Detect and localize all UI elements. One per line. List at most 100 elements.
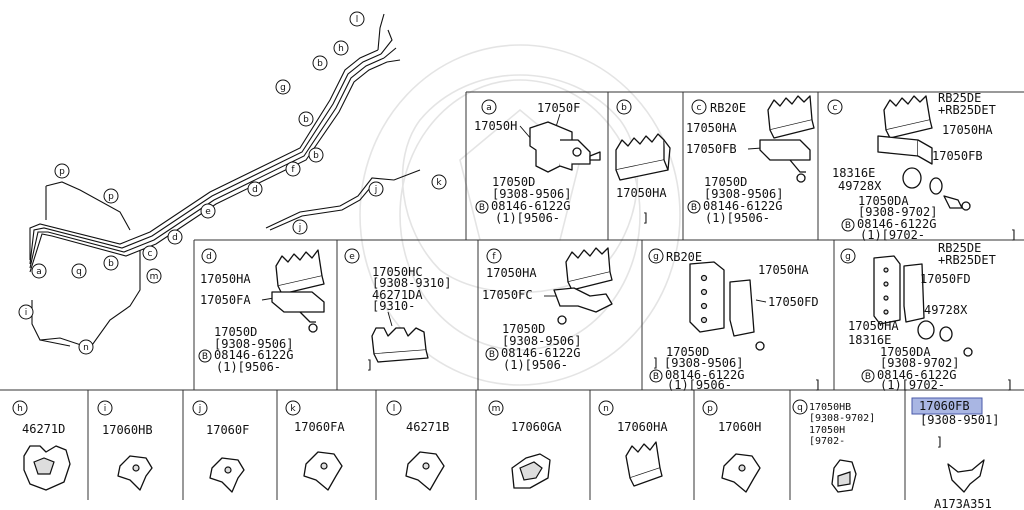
callout-j-1: j (368, 181, 384, 197)
svg-text:[9308-9702]: [9308-9702] (880, 356, 959, 370)
svg-text:b: b (303, 115, 309, 125)
bottom-row-l: l 46271B (386, 400, 449, 491)
svg-text:+RB25DET: +RB25DET (938, 253, 996, 267)
callout-b-4: b (103, 255, 119, 271)
svg-text:[9308-9506]: [9308-9506] (664, 356, 743, 370)
svg-text:[9310-: [9310- (372, 299, 415, 313)
svg-text:B: B (653, 372, 659, 382)
svg-text:46271D: 46271D (22, 422, 65, 436)
svg-text:(1)[9506-: (1)[9506- (667, 378, 732, 392)
svg-text:17050H: 17050H (809, 425, 845, 436)
svg-text:p: p (108, 192, 114, 202)
bottom-row-i: i 17060HB (97, 400, 153, 491)
svg-text:08146-6122G: 08146-6122G (501, 346, 580, 360)
svg-text:h: h (338, 44, 344, 54)
panel-grid (0, 91, 1024, 500)
detail-a: a 17050F 17050H 17050D [9308-9506] B 081… (474, 99, 601, 225)
svg-text:17050FA: 17050FA (200, 293, 251, 307)
svg-text:17050FB: 17050FB (932, 149, 983, 163)
svg-text:17050HC: 17050HC (372, 265, 423, 279)
detail-e: e 17050HC [9308-9310] 46271DA [9310- ] (344, 248, 451, 372)
detail-d: d 17050HA 17050FA 17050D [9308-9506] B 0… (198, 248, 325, 374)
svg-text:08146-6122G: 08146-6122G (214, 348, 293, 362)
svg-text:]: ] (642, 211, 649, 225)
svg-text:[9308-9506]: [9308-9506] (492, 187, 571, 201)
svg-text:17060H: 17060H (718, 420, 761, 434)
callout-f: f (285, 161, 301, 177)
svg-text:h: h (17, 404, 23, 414)
svg-text:k: k (290, 404, 296, 414)
svg-text:17050HB: 17050HB (809, 402, 851, 413)
svg-text:08146-6122G: 08146-6122G (491, 199, 570, 213)
svg-text:e: e (205, 207, 211, 217)
svg-text:[9308-9506]: [9308-9506] (214, 337, 293, 351)
callout-i: i (18, 304, 34, 320)
svg-text:a: a (36, 267, 42, 277)
svg-text:]: ] (814, 378, 821, 392)
svg-text:08146-6122G: 08146-6122G (857, 217, 936, 231)
highlighted-part-number: 17060FB (919, 399, 970, 413)
svg-text:g: g (845, 252, 851, 262)
highlight-box (911, 397, 983, 415)
svg-text:n: n (83, 343, 89, 353)
svg-text:RB25DE: RB25DE (938, 241, 981, 255)
svg-text:17050D: 17050D (492, 175, 535, 189)
svg-text:17060HB: 17060HB (102, 423, 153, 437)
detail-b: b 17050HA ] (615, 99, 671, 225)
callout-d-2: d (167, 229, 183, 245)
svg-text:08146-6122G: 08146-6122G (703, 199, 782, 213)
svg-text:[9308-9506]: [9308-9506] (704, 187, 783, 201)
svg-text:c: c (833, 103, 838, 113)
svg-text:RB25DE: RB25DE (938, 91, 981, 105)
svg-text:[9702-: [9702- (809, 436, 845, 447)
svg-text:j: j (374, 185, 378, 195)
svg-text:17050D: 17050D (502, 322, 545, 336)
detail-c-rb20e: c RB20E 17050HA 17050FB 17050D [9308-950… (686, 95, 815, 225)
svg-text:B: B (479, 203, 485, 213)
svg-text:g: g (280, 83, 286, 93)
callout-h: h (333, 40, 349, 56)
svg-text:j: j (198, 404, 202, 414)
svg-text:17050HA: 17050HA (848, 319, 899, 333)
detail-g-rb25: g RB25DE +RB25DET 17050FD 49728X 17050HA… (840, 241, 1013, 392)
svg-text:[9308-9702]: [9308-9702] (858, 205, 937, 219)
svg-text:]: ] (652, 356, 659, 370)
callout-q: q (71, 263, 87, 279)
svg-text:f: f (492, 252, 496, 262)
svg-text:49728X: 49728X (924, 303, 968, 317)
svg-text:(1)[9702-: (1)[9702- (860, 228, 925, 242)
svg-text:B: B (845, 221, 851, 231)
svg-text:c: c (148, 249, 153, 259)
svg-text:(1)[9506-: (1)[9506- (495, 211, 560, 225)
svg-text:c: c (697, 103, 702, 113)
svg-text:i: i (25, 308, 28, 318)
svg-text:17050HA: 17050HA (200, 272, 251, 286)
bottom-row-j: j 17060F (192, 400, 249, 493)
svg-text:q: q (76, 267, 82, 277)
bottom-row-k: k 17060FA (285, 400, 345, 491)
diagram-id: A173A351 (934, 497, 992, 510)
detail-f: f 17050HA 17050FC 17050D [9308-9506] B 0… (482, 247, 613, 372)
svg-text:17050HA: 17050HA (616, 186, 667, 200)
svg-text:]: ] (936, 435, 943, 449)
svg-text:l: l (356, 15, 359, 25)
detail-c-rb25: c RB25DE +RB25DET 17050HA 17050FB 18316E… (827, 91, 1017, 242)
svg-text:f: f (291, 165, 295, 175)
svg-text:l: l (393, 404, 396, 414)
svg-text:17050FD: 17050FD (920, 272, 971, 286)
svg-text:RB20E: RB20E (710, 101, 746, 115)
svg-text:+RB25DET: +RB25DET (938, 103, 996, 117)
callout-j-2: j (292, 219, 308, 235)
svg-text:k: k (436, 178, 442, 188)
svg-text:j: j (298, 223, 302, 233)
svg-text:p: p (707, 404, 713, 414)
svg-text:n: n (603, 404, 609, 414)
bottom-row-n: n 17060HA (598, 400, 668, 487)
svg-text:RB20E: RB20E (666, 250, 702, 264)
svg-text:17050FC: 17050FC (482, 288, 533, 302)
bottom-row-h: h 46271D (12, 400, 71, 491)
svg-text:B: B (691, 203, 697, 213)
svg-text:m: m (492, 404, 501, 414)
callout-g: g (275, 79, 291, 95)
svg-text:(1)[9702-: (1)[9702- (880, 378, 945, 392)
